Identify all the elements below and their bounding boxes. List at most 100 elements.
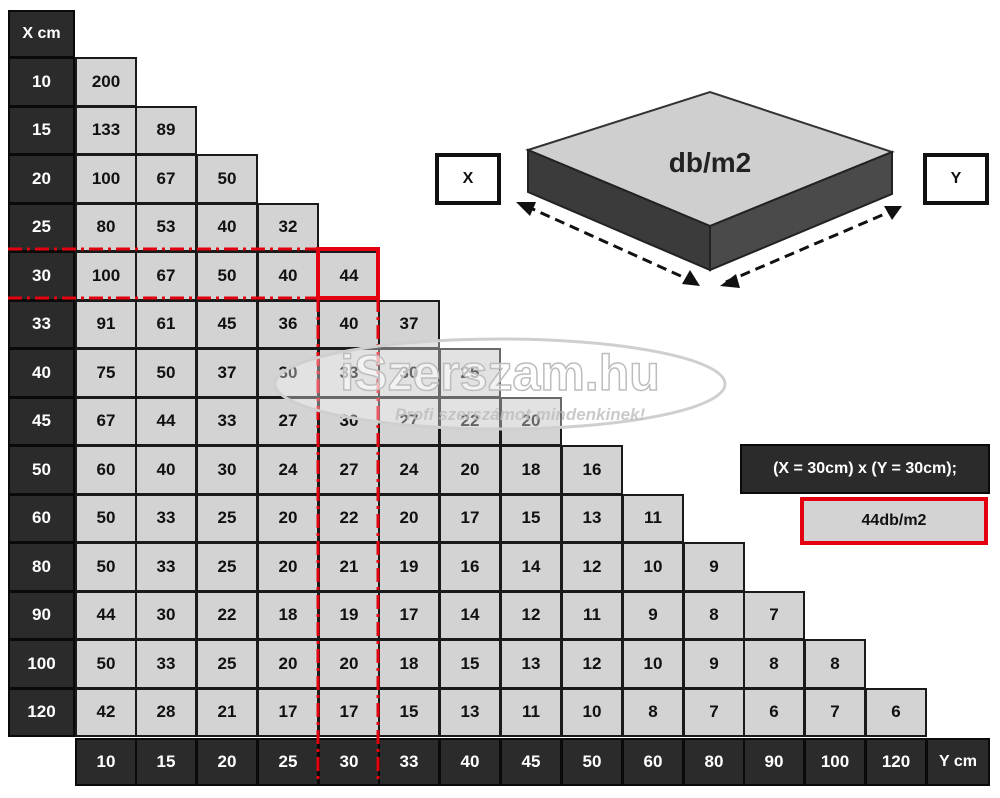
table-cell: 24 — [257, 445, 319, 495]
table-cell: 8 — [683, 590, 745, 640]
y-value-label: 100 — [804, 738, 866, 786]
table-cell: 19 — [378, 542, 440, 592]
table-cell: 17 — [318, 687, 380, 737]
x-value-label: 40 — [8, 348, 75, 398]
table-cell: 61 — [135, 299, 197, 349]
y-value-label: 90 — [743, 738, 805, 786]
table-cell: 200 — [75, 57, 137, 107]
table-cell: 40 — [135, 445, 197, 495]
table-cell: 11 — [561, 590, 623, 640]
x-value-label: 10 — [8, 57, 75, 107]
table-cell: 67 — [135, 154, 197, 204]
table-cell: 33 — [135, 542, 197, 592]
table-cell: 24 — [378, 445, 440, 495]
table-cell: 50 — [196, 154, 258, 204]
table-cell: 20 — [439, 445, 501, 495]
table-cell: 14 — [500, 542, 562, 592]
y-value-label: 50 — [561, 738, 623, 786]
table-cell: 25 — [439, 348, 501, 398]
table-cell: 30 — [257, 348, 319, 398]
table-cell: 40 — [196, 202, 258, 252]
table-cell: 20 — [378, 493, 440, 543]
x-dimension-arrow — [525, 204, 695, 284]
table-cell: 8 — [743, 639, 805, 689]
y-axis-header: Y cm — [926, 738, 990, 786]
x-value-label: 45 — [8, 396, 75, 446]
x-value-label: 120 — [8, 687, 75, 737]
table-cell: 33 — [135, 493, 197, 543]
table-cell: 9 — [622, 590, 684, 640]
table-cell: 9 — [683, 639, 745, 689]
table-cell: 20 — [257, 542, 319, 592]
x-value-label: 60 — [8, 493, 75, 543]
table-cell: 67 — [135, 251, 197, 301]
y-arrow-head-left — [720, 274, 740, 288]
table-cell: 25 — [196, 639, 258, 689]
table-cell: 8 — [622, 687, 684, 737]
table-cell: 7 — [804, 687, 866, 737]
table-cell: 20 — [318, 639, 380, 689]
table-cell: 50 — [75, 639, 137, 689]
table-cell: 28 — [135, 687, 197, 737]
table-cell: 25 — [196, 493, 258, 543]
table-cell: 11 — [500, 687, 562, 737]
x-value-label: 50 — [8, 445, 75, 495]
table-cell: 27 — [318, 445, 380, 495]
table-cell: 16 — [439, 542, 501, 592]
table-cell: 44 — [75, 590, 137, 640]
table-cell: 32 — [257, 202, 319, 252]
x-value-label: 25 — [8, 202, 75, 252]
table-cell: 22 — [196, 590, 258, 640]
x-arrow-head-right — [682, 270, 700, 286]
y-value-label: 40 — [439, 738, 501, 786]
table-cell: 100 — [75, 154, 137, 204]
table-cell: 8 — [804, 639, 866, 689]
table-cell: 16 — [561, 445, 623, 495]
table-cell: 60 — [75, 445, 137, 495]
table-cell: 10 — [622, 542, 684, 592]
table-cell: 42 — [75, 687, 137, 737]
table-cell: 67 — [75, 396, 137, 446]
x-value-label: 30 — [8, 251, 75, 301]
table-cell: 7 — [743, 590, 805, 640]
table-cell: 25 — [196, 542, 258, 592]
table-cell: 12 — [500, 590, 562, 640]
y-value-label: 80 — [683, 738, 745, 786]
table-cell: 20 — [257, 493, 319, 543]
y-value-label: 60 — [622, 738, 684, 786]
table-cell: 6 — [743, 687, 805, 737]
table-cell: 22 — [439, 396, 501, 446]
table-cell: 10 — [622, 639, 684, 689]
table-cell: 50 — [135, 348, 197, 398]
table-cell: 37 — [378, 299, 440, 349]
table-cell: 19 — [318, 590, 380, 640]
table-cell: 20 — [257, 639, 319, 689]
table-cell: 50 — [75, 542, 137, 592]
table-cell: 12 — [561, 639, 623, 689]
table-cell: 40 — [257, 251, 319, 301]
x-value-label: 33 — [8, 299, 75, 349]
y-value-label: 30 — [318, 738, 380, 786]
table-cell: 30 — [135, 590, 197, 640]
table-cell: 30 — [196, 445, 258, 495]
x-value-label: 20 — [8, 154, 75, 204]
table-cell: 45 — [196, 299, 258, 349]
table-cell: 133 — [75, 105, 137, 155]
table-cell: 22 — [318, 493, 380, 543]
table-cell: 7 — [683, 687, 745, 737]
table-cell: 12 — [561, 542, 623, 592]
table-cell: 17 — [378, 590, 440, 640]
table-cell: 18 — [257, 590, 319, 640]
y-value-label: 20 — [196, 738, 258, 786]
y-value-label: 45 — [500, 738, 562, 786]
table-cell: 36 — [257, 299, 319, 349]
table-cell: 15 — [500, 493, 562, 543]
x-label-box: X — [435, 153, 501, 205]
table-cell: 21 — [196, 687, 258, 737]
slab-right-face — [709, 150, 893, 272]
y-arrow-head-right — [884, 206, 902, 220]
y-value-label: 15 — [135, 738, 197, 786]
table-cell: 21 — [318, 542, 380, 592]
example-result: 44db/m2 — [800, 497, 988, 545]
x-arrow-head-left — [516, 202, 536, 216]
